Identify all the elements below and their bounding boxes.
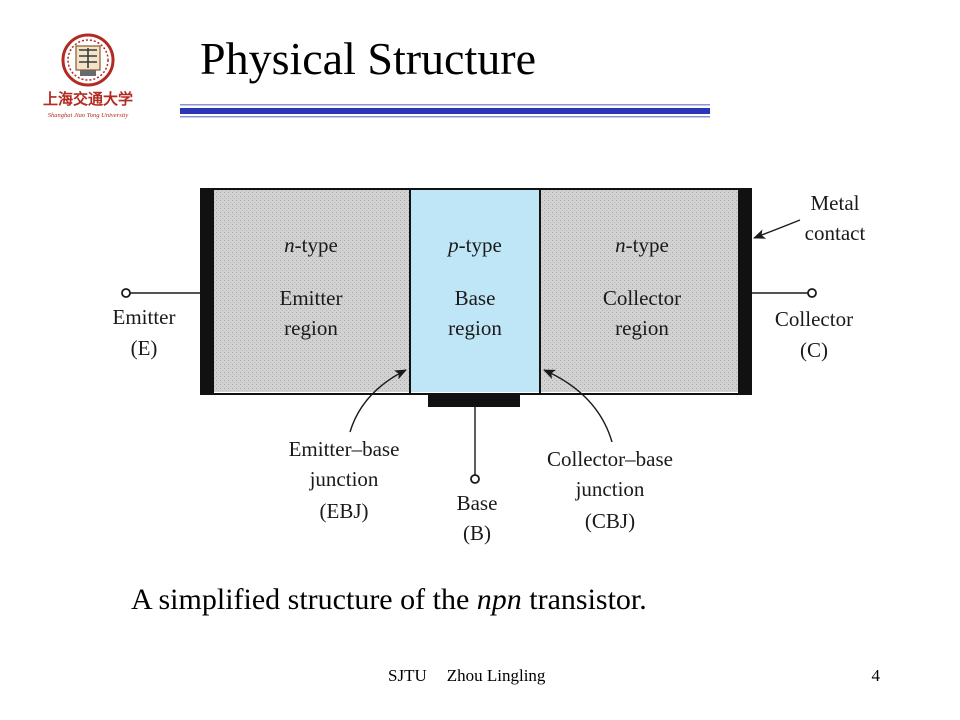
footer-organization: SJTU bbox=[388, 666, 427, 685]
collector-metal-contact bbox=[738, 188, 752, 395]
metal-contact-arrow bbox=[753, 219, 801, 239]
base-doping-label: p-type bbox=[446, 233, 502, 257]
university-logo: 上海交通大学 Shanghai Jiao Tong University bbox=[43, 33, 133, 119]
figure-caption: A simplified structure of the npn transi… bbox=[131, 583, 647, 616]
emitter-terminal-label: Emitter bbox=[113, 305, 176, 329]
base-terminal-label: Base bbox=[457, 491, 498, 515]
logo-chinese-name: 上海交通大学 bbox=[43, 90, 133, 108]
collector-region bbox=[540, 190, 740, 392]
cbj-arrow bbox=[543, 369, 613, 443]
ebj-label-3: (EBJ) bbox=[320, 499, 369, 523]
metal-contact-label-2: contact bbox=[805, 221, 866, 245]
emitter-terminal-dot bbox=[121, 288, 131, 298]
emitter-region-label-2: region bbox=[284, 316, 338, 340]
page-number: 4 bbox=[871, 666, 881, 685]
base-metal-contact bbox=[428, 394, 520, 407]
emitter-region bbox=[212, 190, 410, 392]
page-title: Physical Structure bbox=[200, 33, 536, 84]
base-terminal-dot bbox=[470, 474, 480, 484]
ebj-arrow bbox=[349, 369, 407, 433]
base-region-label-2: region bbox=[448, 316, 502, 340]
collector-doping-label: n-type bbox=[615, 233, 669, 257]
title-underline bbox=[180, 104, 710, 118]
cbj-label-3: (CBJ) bbox=[585, 509, 635, 533]
emitter-metal-contact bbox=[200, 188, 214, 395]
base-region-label: Base bbox=[455, 286, 496, 310]
ebj-label-2: junction bbox=[309, 467, 379, 491]
emitter-doping-label: n-type bbox=[284, 233, 338, 257]
logo-english-name: Shanghai Jiao Tong University bbox=[48, 112, 129, 119]
emitter-terminal-symbol: (E) bbox=[131, 336, 158, 360]
collector-region-label: Collector bbox=[603, 286, 681, 310]
slide-footer: SJTU Zhou Lingling bbox=[388, 664, 545, 688]
npn-structure-diagram: n-type Emitter region p-type Base region… bbox=[113, 188, 866, 545]
cbj-label-2: junction bbox=[575, 477, 645, 501]
collector-region-label-2: region bbox=[615, 316, 669, 340]
ebj-label: Emitter–base bbox=[289, 437, 400, 461]
collector-terminal-symbol: (C) bbox=[800, 338, 828, 362]
collector-terminal-label: Collector bbox=[775, 307, 853, 331]
emitter-region-label: Emitter bbox=[280, 286, 343, 310]
metal-contact-label: Metal bbox=[811, 191, 860, 215]
footer-author: Zhou Lingling bbox=[446, 666, 546, 685]
base-terminal-symbol: (B) bbox=[463, 521, 491, 545]
cbj-label: Collector–base bbox=[547, 447, 673, 471]
collector-terminal-dot bbox=[807, 288, 817, 298]
base-region bbox=[410, 190, 540, 392]
